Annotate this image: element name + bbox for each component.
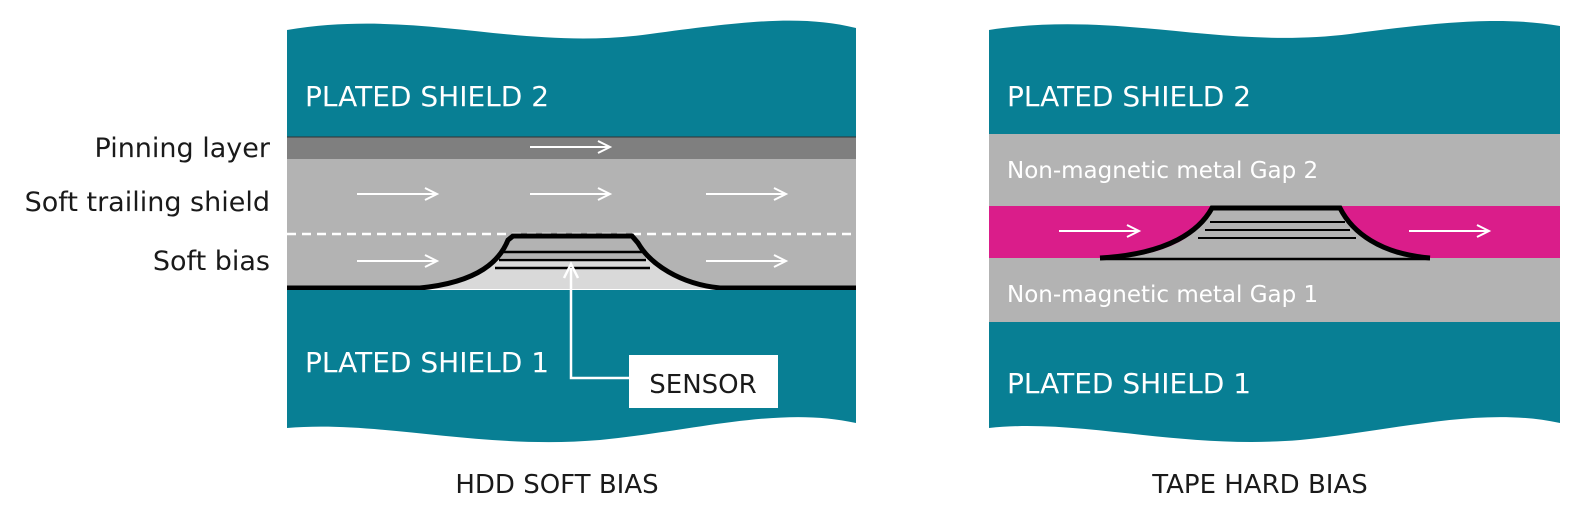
sensor-label: SENSOR (649, 370, 756, 400)
gap-2-label: Non-magnetic metal Gap 2 (1007, 158, 1318, 184)
gap-2-layer (989, 134, 1560, 208)
hdd-soft-bias-caption: HDD SOFT BIAS (455, 470, 658, 500)
plated-shield-1-right (989, 322, 1560, 442)
sensor-label-box (629, 355, 778, 408)
plated-shield-1-label-left: PLATED SHIELD 1 (305, 346, 549, 379)
bias-outline-left (287, 233, 856, 291)
sensor-leader-line (569, 268, 629, 380)
plated-shield-2-label-left: PLATED SHIELD 2 (305, 80, 549, 113)
plated-shield-2-label-right: PLATED SHIELD 2 (1007, 80, 1251, 113)
gap-1-layer (989, 262, 1560, 322)
sensor-arrowhead (562, 261, 580, 279)
plated-shield-2-left (287, 20, 856, 138)
gap-1-label: Non-magnetic metal Gap 1 (1007, 282, 1318, 308)
sensor-callout: SENSOR (562, 261, 778, 408)
tape-hard-bias-caption: TAPE HARD BIAS (1151, 470, 1368, 500)
soft-trailing-shield-label: Soft trailing shield (25, 187, 270, 218)
plated-shield-2-right (989, 20, 1560, 134)
hdd-soft-bias-panel: SENSOR PLATED SHIELD 2 PLATED SHIELD 1 P… (25, 20, 856, 500)
plated-shield-1-label-right: PLATED SHIELD 1 (1007, 367, 1251, 400)
hard-bias-outline (1099, 205, 1431, 261)
pinning-layer-label: Pinning layer (95, 133, 271, 164)
magnetization-arrows-right (1059, 224, 1492, 238)
magnetization-arrows-left (357, 140, 789, 268)
soft-bias-label: Soft bias (153, 246, 270, 277)
tape-hard-bias-panel: PLATED SHIELD 2 Non-magnetic metal Gap 2… (989, 20, 1560, 500)
